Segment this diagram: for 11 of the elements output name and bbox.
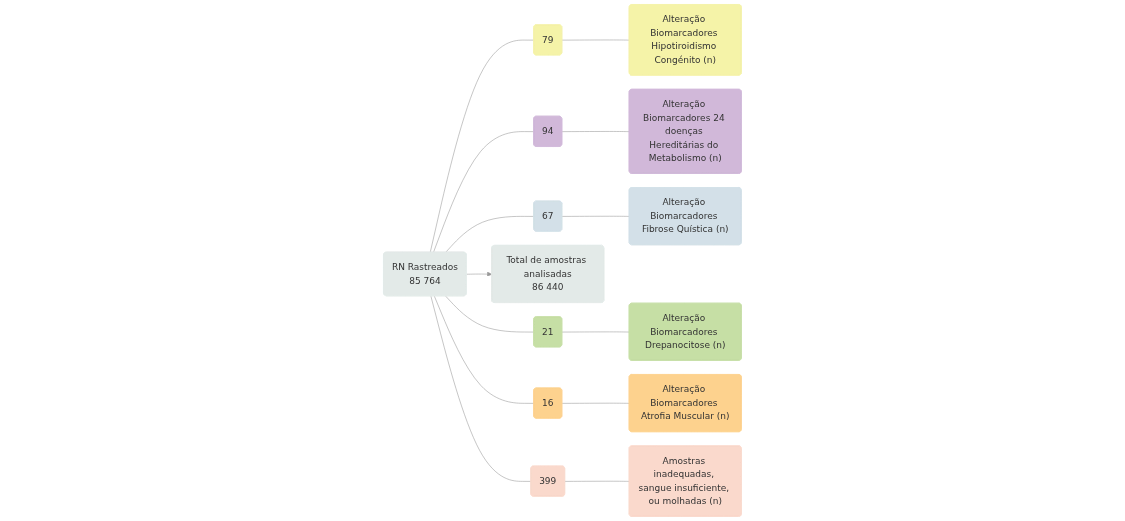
connector bbox=[561, 331, 630, 333]
connector bbox=[434, 295, 535, 404]
connector bbox=[430, 295, 532, 482]
connector bbox=[561, 402, 630, 404]
connector bbox=[445, 295, 535, 333]
connector bbox=[433, 131, 535, 253]
connector bbox=[561, 215, 630, 217]
connector bbox=[430, 39, 535, 253]
connector bbox=[445, 216, 535, 253]
connector bbox=[564, 480, 630, 482]
connector bbox=[561, 131, 630, 132]
